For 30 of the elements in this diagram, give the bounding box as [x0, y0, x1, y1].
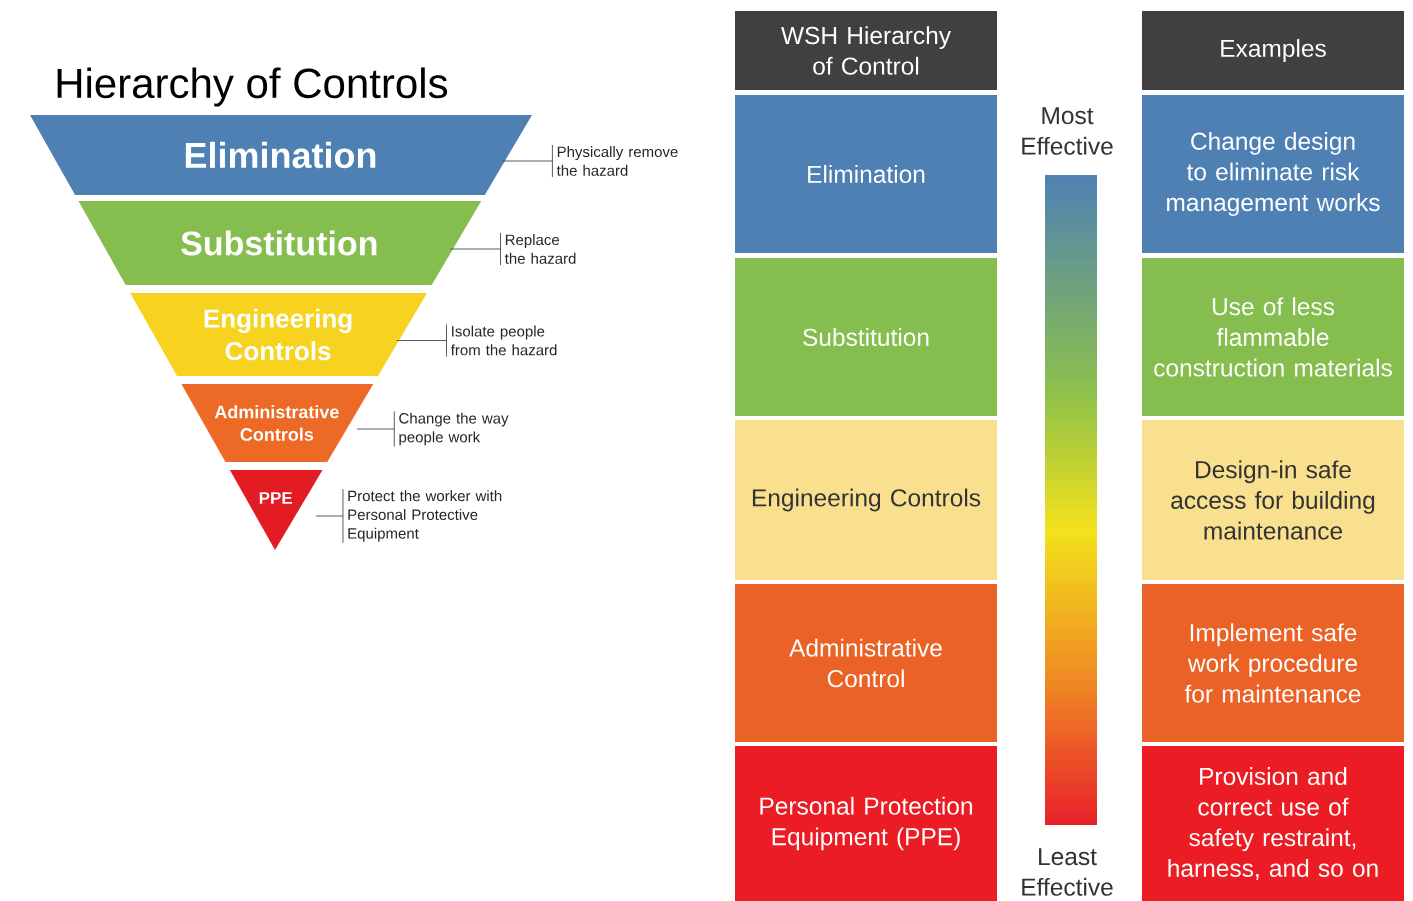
example-cell: Implement safe work procedure for maintenance	[1142, 584, 1404, 742]
level-cell: Administrative Control	[735, 584, 997, 742]
pyramid-band: Substitution	[78, 201, 482, 285]
effectiveness-label: Least Effective	[1022, 848, 1113, 896]
pyramid-band: Administrative Controls	[181, 384, 374, 462]
pyramid-band: PPE	[229, 470, 323, 550]
leader-line	[315, 488, 344, 544]
example-cell: Provision and correct use of safety restraint, harness, and so on	[1142, 746, 1404, 901]
description-text: Isolate people from the hazard	[450, 325, 557, 356]
description-text: Replace the hazard	[504, 234, 576, 264]
header-cell: WSH Hierarchy of Control	[735, 11, 997, 90]
description-text: Change the way people work	[399, 412, 509, 446]
leader-line	[450, 232, 501, 266]
header-cell: Examples	[1142, 11, 1404, 90]
level-cell: Elimination	[735, 95, 997, 253]
example-cell: Use of less flammable construction materials	[1142, 258, 1404, 416]
title: Hierarchy of Controls	[57, 67, 448, 107]
description-text: Physically remove the hazard	[556, 146, 678, 176]
leader-line	[356, 411, 395, 447]
leader-line	[396, 324, 447, 357]
example-cell: Change design to eliminate risk management works	[1142, 95, 1404, 253]
leader-line	[502, 144, 553, 178]
pyramid-band: Elimination	[30, 115, 532, 195]
pyramid-band: Engineering Controls	[130, 293, 427, 376]
description-text: Protect the worker with Personal Protective Equipment	[348, 490, 502, 542]
level-cell: Personal Protection Equipment (PPE)	[735, 746, 997, 901]
effectiveness-label: Most Effective	[1022, 107, 1113, 155]
example-cell: Design-in safe access for building maintenance	[1142, 420, 1404, 580]
level-cell: Substitution	[735, 258, 997, 416]
level-cell: Engineering Controls	[735, 420, 997, 580]
